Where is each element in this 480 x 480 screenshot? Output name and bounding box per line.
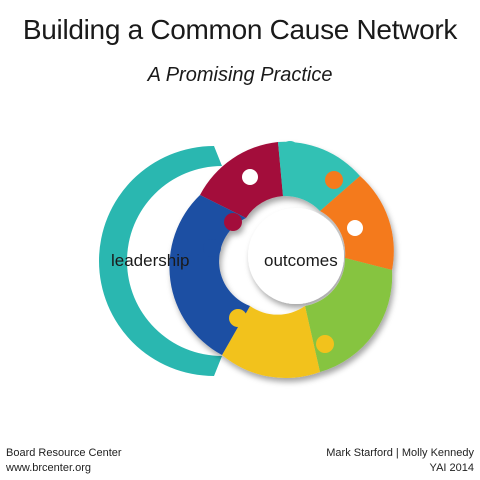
page-subtitle: A Promising Practice [147,64,333,86]
puzzle-tab [224,213,242,231]
leadership-label: leadership [111,251,190,270]
organization-name: Board Resource Center [6,447,122,459]
puzzle-tab [316,335,334,353]
puzzle-tab [325,171,343,189]
author-names: Mark Starford | Molly Kennedy [326,447,474,459]
puzzle-ring [169,141,394,379]
puzzle-ring-center [248,208,344,304]
event-year: YAI 2014 [429,462,474,474]
puzzle-tab [242,169,258,185]
c-ring-shape [99,146,222,376]
puzzle-tab [203,239,221,257]
puzzle-piece-teal [278,141,360,211]
page-title: Building a Common Cause Network [22,14,458,45]
puzzle-piece-yellow [222,306,320,379]
puzzle-tab [281,141,299,159]
organization-website: www.brcenter.org [6,462,91,474]
footer-organization: Board Resource Center www.brcenter.org [6,446,122,476]
puzzle-piece-crimson [200,142,283,218]
puzzle-tab [229,309,247,327]
puzzle-tab [347,220,363,236]
puzzle-tab [356,277,374,295]
footer-authors: Mark Starford | Molly Kennedy YAI 2014 [326,446,474,476]
outcomes-label: outcomes [264,251,338,270]
